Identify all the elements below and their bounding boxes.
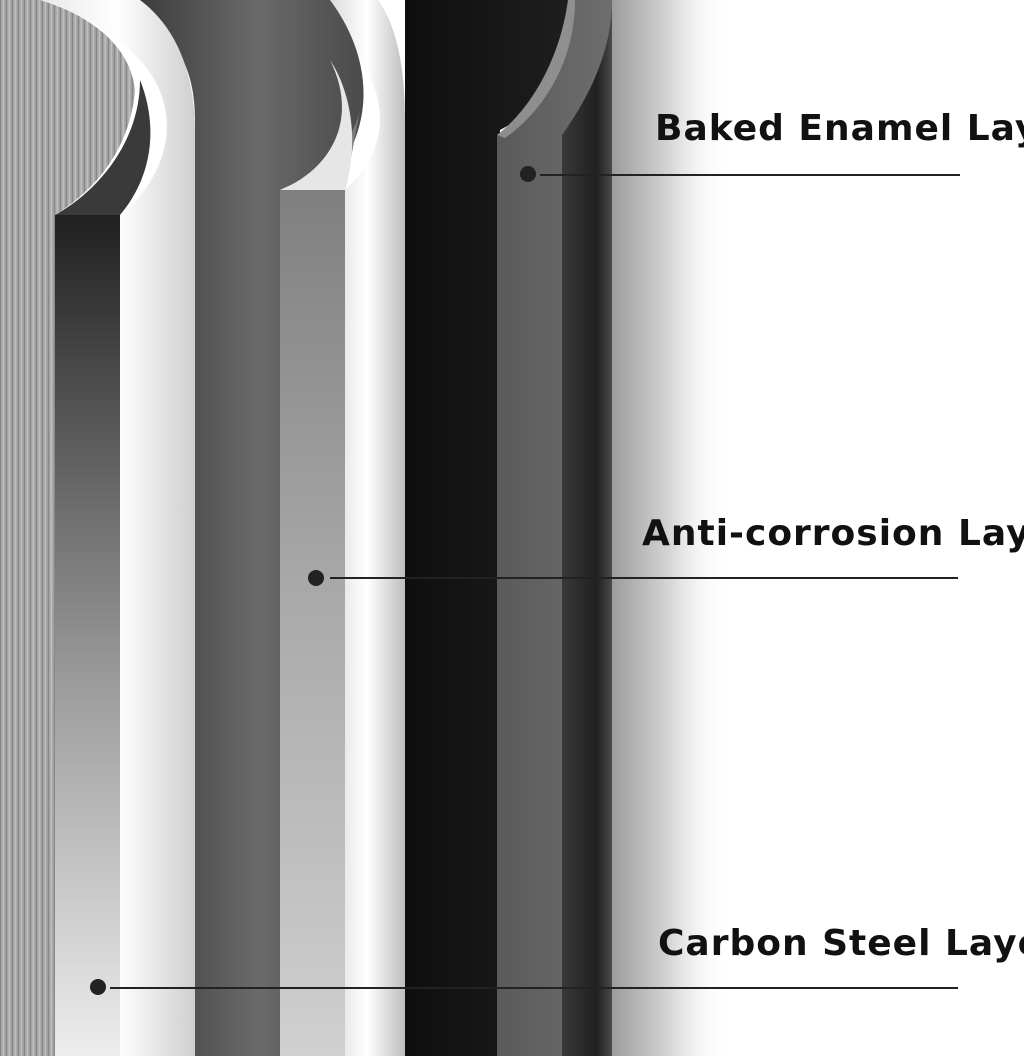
white-column-2	[330, 0, 405, 1056]
black-band	[360, 0, 568, 1056]
grey-band	[100, 0, 364, 1056]
carbon-steel-face	[0, 0, 135, 1056]
carbon-steel-leader-dot	[90, 979, 106, 995]
outer-dark-column	[560, 0, 612, 1056]
enamel-edge	[497, 0, 575, 138]
anti-corrosion-curve	[280, 60, 353, 190]
enamel-leader-dot	[520, 166, 536, 182]
white-column-1	[40, 0, 195, 1056]
anti-corrosion-leader-dot	[308, 570, 324, 586]
enamel-bar	[497, 0, 612, 1056]
carbon-steel-label: Carbon Steel Layer	[658, 923, 1024, 964]
baked-enamel-label: Baked Enamel Layer	[655, 108, 1024, 149]
anti-corrosion-label: Anti-corrosion Layer	[642, 513, 1024, 554]
inner-recess-top	[55, 80, 151, 215]
inner-recess	[55, 215, 120, 1056]
